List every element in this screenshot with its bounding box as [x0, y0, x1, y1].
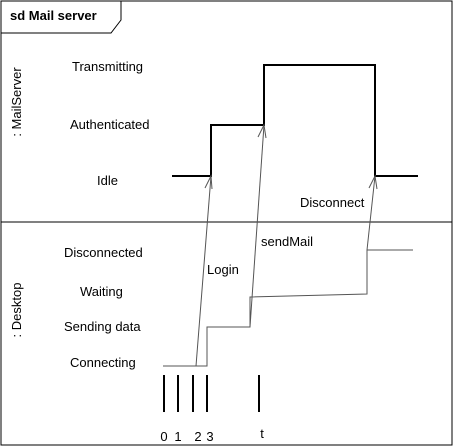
message-sendmail-arrowhead [257, 123, 267, 139]
tick-1-label: 1 [174, 429, 181, 444]
state-sending-data: Sending data [64, 319, 141, 334]
tick-0-label: 0 [160, 429, 167, 444]
message-login-arrowhead [204, 174, 213, 190]
message-login-label: Login [207, 262, 239, 277]
state-connecting: Connecting [70, 355, 136, 370]
frame-title-tab [1, 1, 122, 34]
message-login-line [195, 175, 212, 367]
mailserver-state-line [172, 64, 418, 177]
frame-title: sd Mail server [10, 8, 97, 23]
lifeline-mailserver-name: : MailServer [9, 67, 24, 137]
message-disconnect-line [366, 175, 376, 251]
state-transmitting: Transmitting [72, 59, 143, 74]
state-disconnected: Disconnected [64, 245, 143, 260]
tick-2-label: 2 [194, 429, 201, 444]
state-authenticated: Authenticated [70, 117, 150, 132]
tick-3-label: 3 [206, 429, 213, 444]
message-disconnect-label: Disconnect [300, 195, 365, 210]
message-sendmail-line [249, 124, 265, 328]
state-idle: Idle [97, 173, 118, 188]
message-sendmail-label: sendMail [261, 234, 313, 249]
state-waiting: Waiting [80, 284, 123, 299]
tick-t-label: t [260, 426, 264, 441]
message-disconnect-arrowhead [368, 174, 378, 190]
lifeline-desktop-name: : Desktop [9, 283, 24, 338]
